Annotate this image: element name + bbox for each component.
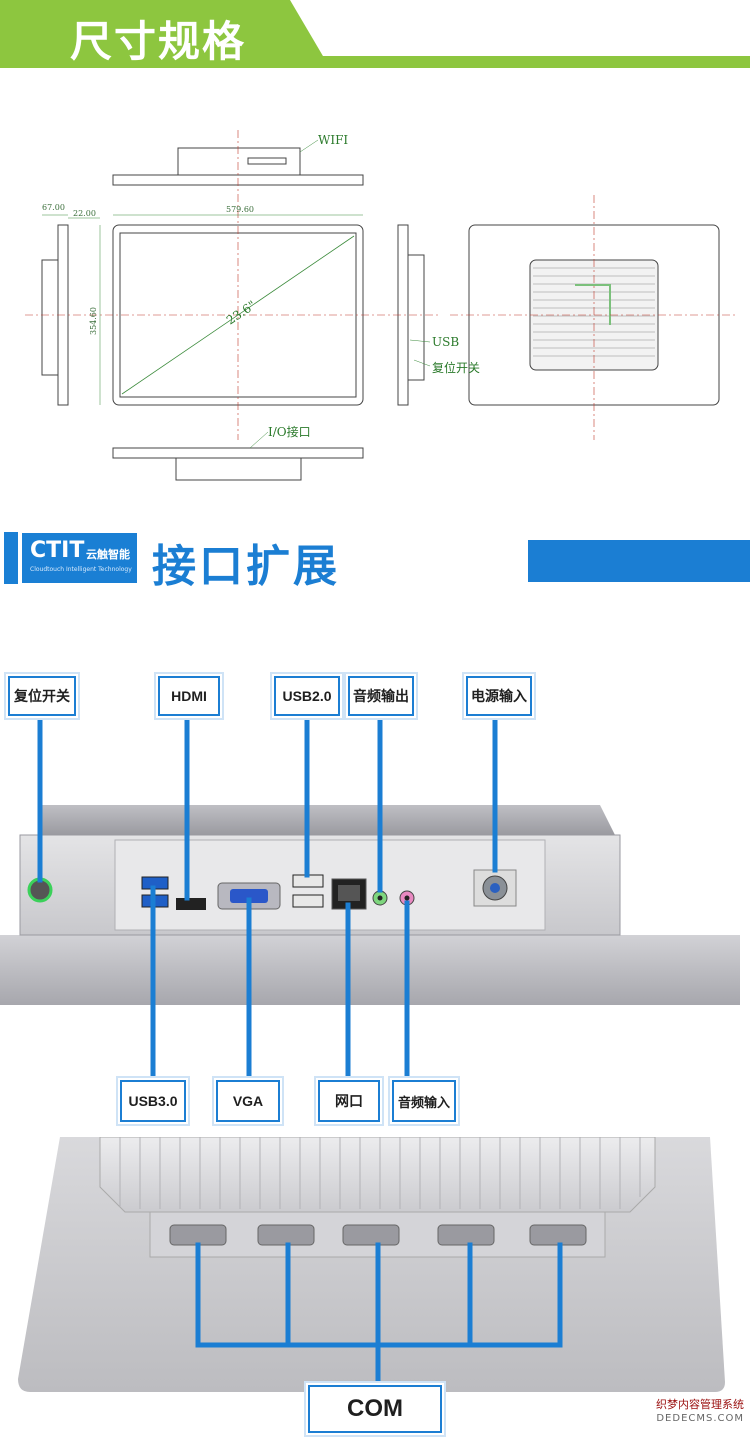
watermark-line2: DEDECMS.COM [656,1413,744,1424]
callout-power-in: 电源输入 [466,676,532,716]
callout-usb2: USB2.0 [274,676,340,716]
watermark-line1: 织梦内容管理系统 [656,1398,744,1411]
logo-sub: Cloudtouch Intelligent Technology [30,566,132,573]
height-dimension: 354.60 [89,307,98,335]
port-panel-photo [0,795,750,1010]
spec-header-green-tab [0,0,330,68]
watermark: 织梦内容管理系统 DEDECMS.COM [656,1398,744,1426]
section-title: 接口扩展 [152,541,340,592]
spec-header-title: 尺寸规格 [70,17,247,66]
depth2-dimension: 22.00 [73,209,96,218]
callout-vga: VGA [216,1080,280,1122]
callout-audio-out: 音频输出 [348,676,414,716]
io-label: I/O接口 [268,424,311,439]
com-panel-photo [0,1136,750,1407]
width-dimension: 579.60 [226,205,254,214]
depth-dimension: 67.00 [42,203,65,212]
dimension-drawing: 23.6" 579.60 67.00 22.00 354.60 WIFI USB… [0,110,750,510]
logo-text: CTIT [30,538,85,563]
callout-lan: 网口 [318,1080,380,1122]
callout-com: COM [308,1385,442,1433]
ctit-logo [22,533,137,583]
spec-header-green-line [300,56,750,68]
callout-reset-switch: 复位开关 [8,676,76,716]
reset-label: 复位开关 [432,360,480,375]
callout-audio-in: 音频输入 [392,1080,456,1122]
section-title-bar [528,540,750,582]
usb-label: USB [432,335,459,349]
callout-usb3: USB3.0 [120,1080,186,1122]
logo-year-strip [4,532,18,584]
wifi-label: WIFI [318,133,348,147]
callout-hdmi: HDMI [158,676,220,716]
logo-cn: 云触智能 [86,548,130,561]
